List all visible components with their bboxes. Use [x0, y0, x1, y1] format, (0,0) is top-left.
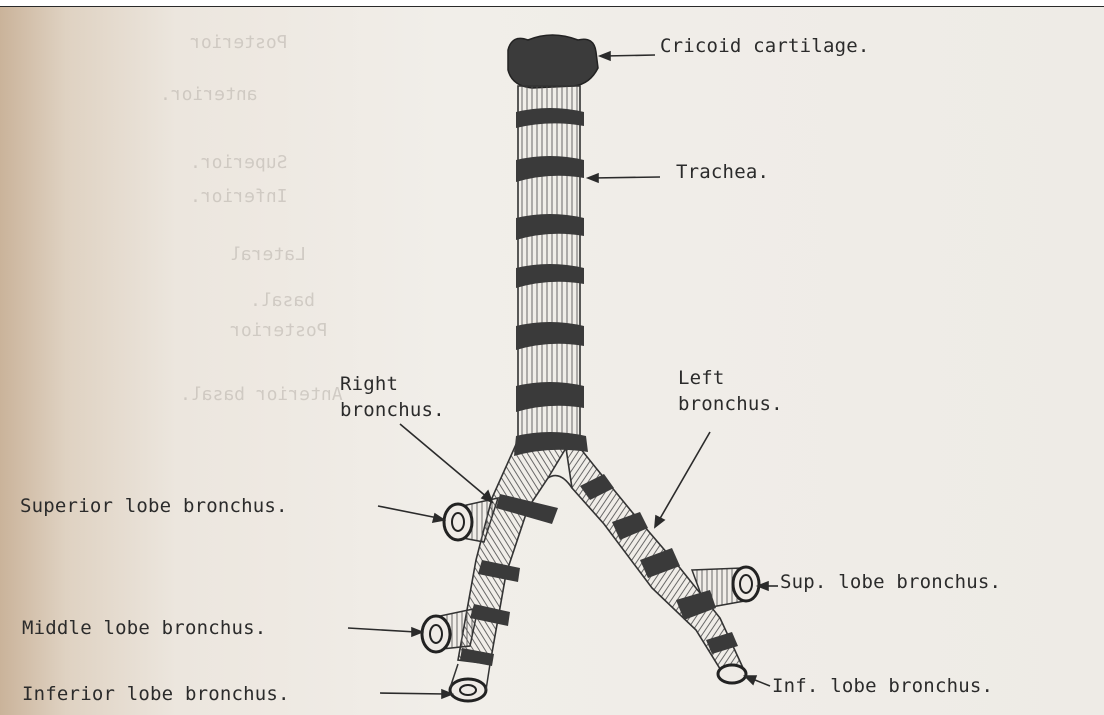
left-inferior-lobe-opening — [718, 665, 746, 683]
label-right-bronchus-line2: bronchus. — [340, 398, 445, 422]
right-inferior-lobe-opening — [450, 679, 486, 701]
label-middle-lobe-bronchus: Middle lobe bronchus. — [22, 616, 266, 640]
label-trachea: Trachea. — [676, 160, 769, 184]
label-inferior-lobe-bronchus: Inferior lobe bronchus. — [22, 682, 290, 706]
label-sup-lobe-bronchus: Sup. lobe bronchus. — [780, 570, 1001, 594]
middle-lobe-opening — [422, 616, 450, 652]
label-left-bronchus-line1: Left — [678, 366, 725, 390]
label-left-bronchus-line2: bronchus. — [678, 392, 783, 416]
carina — [548, 476, 572, 488]
label-superior-lobe-bronchus: Superior lobe bronchus. — [20, 494, 288, 518]
label-right-bronchus-line1: Right — [340, 372, 398, 396]
right-superior-lobe-opening — [444, 504, 472, 540]
right-bronchus — [458, 440, 566, 664]
label-cricoid-cartilage: Cricoid cartilage. — [660, 34, 870, 58]
label-inf-lobe-bronchus: Inf. lobe bronchus. — [772, 674, 993, 698]
cricoid-cartilage — [508, 35, 598, 88]
left-superior-lobe-opening — [733, 567, 759, 601]
